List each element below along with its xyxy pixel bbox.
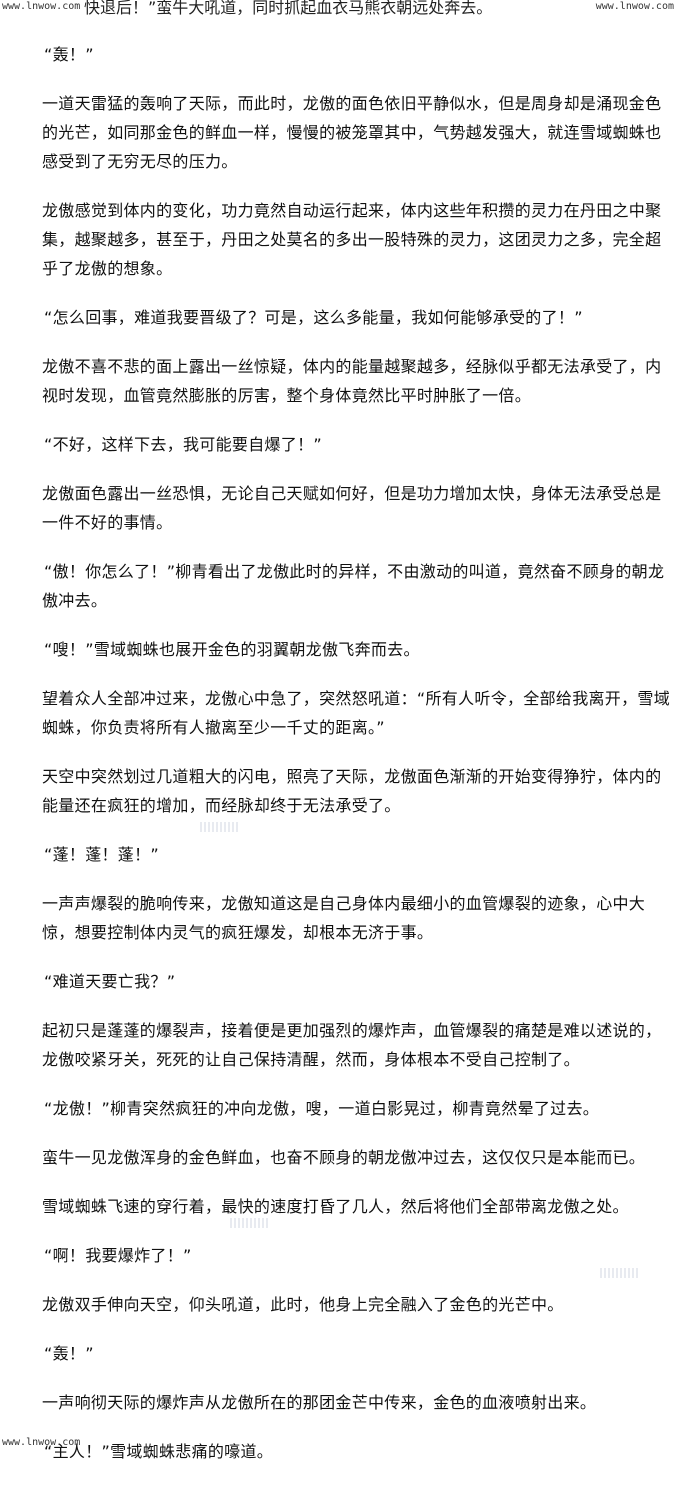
paragraph: 一声响彻天际的爆炸声从龙傲所在的那团金芒中传来，金色的血液喷射出来。 — [42, 1393, 597, 1412]
scan-smudge — [200, 822, 238, 832]
paragraph: 起初只是蓬蓬的爆裂声，接着便是更加强烈的爆炸声，血管爆裂的痛楚是难以述说的，龙傲… — [42, 1021, 662, 1069]
paragraph: 龙傲双手伸向天空，仰头吼道，此时，他身上完全融入了金色的光芒中。 — [42, 1295, 564, 1314]
paragraph: 一道天雷猛的轰响了天际，而此时，龙傲的面色依旧平静似水，但是周身却是涌现金色的光… — [42, 94, 662, 171]
paragraph: 龙傲感觉到体内的变化，功力竟然自动运行起来，体内这些年积攒的灵力在丹田之中聚集，… — [42, 201, 662, 278]
paragraph: “龙傲！”柳青突然疯狂的冲向龙傲，嗖，一道白影晃过，柳青竟然晕了过去。 — [44, 1099, 600, 1118]
scan-smudge — [230, 1218, 268, 1228]
paragraph: “啊！我要爆炸了！” — [44, 1246, 192, 1265]
paragraph: 蛮牛一见龙傲浑身的金色鲜血，也奋不顾身的朝龙傲冲过去，这仅仅只是本能而已。 — [42, 1148, 646, 1167]
paragraph: “轰！” — [44, 1344, 94, 1363]
paragraph: “不好，这样下去，我可能要自爆了！” — [44, 435, 322, 454]
paragraph: “傲！你怎么了！”柳青看出了龙傲此时的异样，不由激动的叫道，竟然奋不顾身的朝龙傲… — [42, 562, 665, 610]
paragraph: 龙傲面色露出一丝恐惧，无论自己天赋如何好，但是功力增加太快，身体无法承受总是一件… — [42, 484, 662, 532]
watermark-top-left: www.lnwow.com — [2, 1, 81, 12]
watermark-bottom-left: www.lnwow.com — [2, 1437, 81, 1448]
paragraph: 龙傲不喜不悲的面上露出一丝惊疑，体内的能量越聚越多，经脉似乎都无法承受了，内视时… — [42, 357, 662, 405]
top-cut-off-line: 快退后！”蛮牛大吼道，同时抓起血衣马熊衣朝远处奔去。 — [84, 0, 493, 17]
paragraph: “主人！”雪域蜘蛛悲痛的嚎道。 — [44, 1442, 274, 1461]
paragraph: 一声声爆裂的脆响传来，龙傲知道这是自己身体内最细小的血管爆裂的迹象，心中大惊，想… — [42, 894, 646, 942]
paragraph: “难道天要亡我？” — [44, 972, 176, 991]
paragraph: “嗖！”雪域蜘蛛也展开金色的羽翼朝龙傲飞奔而去。 — [44, 640, 420, 659]
paragraph: “怎么回事，难道我要晋级了？可是，这么多能量，我如何能够承受的了！” — [44, 308, 583, 327]
paragraph: “蓬！蓬！蓬！” — [44, 845, 159, 864]
watermark-top-right: www.lnwow.com — [595, 1, 674, 12]
paragraph: 雪域蜘蛛飞速的穿行着，最快的速度打昏了几人，然后将他们全部带离龙傲之处。 — [42, 1197, 629, 1216]
scan-smudge — [600, 1268, 638, 1278]
paragraph: 望着众人全部冲过来，龙傲心中急了，突然怒吼道：“所有人听令，全部给我离开，雪域蜘… — [42, 689, 670, 737]
novel-text: “轰！” 一道天雷猛的轰响了天际，而此时，龙傲的面色依旧平静似水，但是周身却是涌… — [42, 40, 670, 1486]
paragraph: “轰！” — [44, 45, 94, 64]
paragraph: 天空中突然划过几道粗大的闪电，照亮了天际，龙傲面色渐渐的开始变得狰狞，体内的能量… — [42, 767, 662, 815]
